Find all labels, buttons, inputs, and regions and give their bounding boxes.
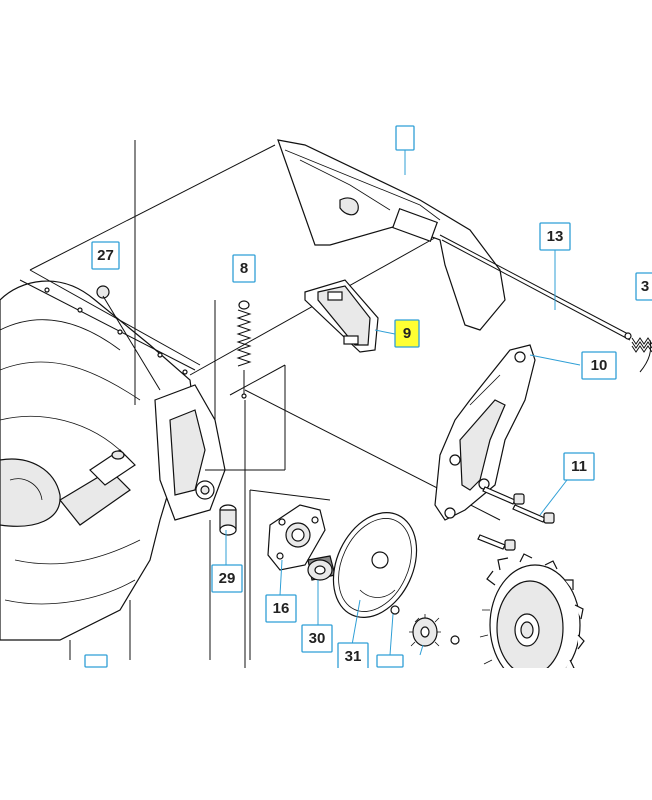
svg-text:10: 10: [591, 357, 608, 374]
svg-text:9: 9: [403, 325, 411, 342]
height-bracket-10: [434, 344, 536, 521]
svg-text:31: 31: [345, 648, 362, 665]
callout-9[interactable]: 9: [394, 319, 420, 348]
bottom-whitespace: [0, 668, 652, 800]
svg-text:8: 8: [240, 260, 248, 277]
callout-partial-bottom: [376, 654, 404, 668]
pinion-30: [307, 555, 336, 581]
callout-8[interactable]: 8: [232, 254, 256, 283]
callout-27[interactable]: 27: [91, 241, 120, 270]
svg-text:13: 13: [547, 228, 564, 245]
callout-10[interactable]: 10: [581, 351, 617, 380]
svg-text:30: 30: [309, 630, 326, 647]
callout-partial-left: [84, 654, 108, 668]
callout-leaders: [225, 150, 581, 656]
mower-deck: [0, 269, 226, 641]
callout-16[interactable]: 16: [265, 594, 297, 623]
small-gear: [409, 614, 441, 647]
adjustment-rod: [439, 234, 632, 341]
wheel: [479, 553, 585, 686]
callout-30[interactable]: 30: [301, 624, 333, 653]
svg-text:29: 29: [219, 570, 236, 587]
plug-27: [96, 285, 161, 391]
gear-housing-16: [267, 504, 326, 571]
bushing-29: [219, 504, 237, 536]
screws-11: [477, 486, 555, 551]
callout-3[interactable]: 3: [635, 272, 652, 301]
svg-text:27: 27: [97, 247, 114, 264]
callout-13[interactable]: 13: [539, 222, 571, 251]
top-whitespace: [0, 0, 652, 110]
plate-9: [304, 279, 379, 353]
callout-31[interactable]: 31: [337, 642, 369, 671]
svg-text:3: 3: [641, 278, 649, 295]
disc-31: [332, 512, 418, 618]
washer: [390, 605, 460, 645]
callout-29[interactable]: 29: [211, 564, 243, 593]
grass-deflector: [277, 139, 506, 331]
callout-7: [395, 125, 415, 151]
spring-3: [631, 337, 652, 373]
svg-text:11: 11: [571, 458, 587, 475]
svg-text:16: 16: [273, 600, 290, 617]
callout-11[interactable]: 11: [563, 452, 595, 481]
spring-8: [236, 300, 252, 399]
